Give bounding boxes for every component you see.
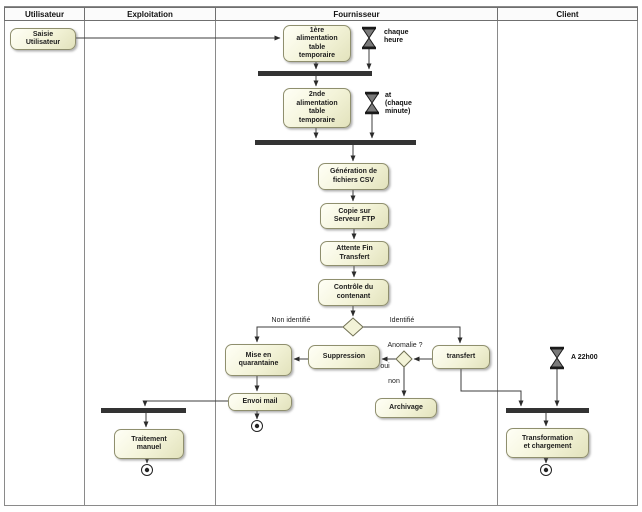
- activity-saisie-utilisateur: Saisie Utilisateur: [10, 28, 76, 50]
- timer-22h-icon: [550, 346, 564, 370]
- guard-oui: oui: [380, 363, 390, 370]
- activity-mise-en-quarantaine: Mise en quarantaine: [225, 344, 292, 376]
- swimlane-frame: [4, 6, 638, 506]
- timer-hourly-icon: [362, 26, 376, 50]
- edge-decision-to-transfert: [363, 326, 463, 344]
- activity-traitement-manuel: Traitement manuel: [114, 429, 184, 459]
- edge-transfert-to-client-bar: [460, 369, 524, 407]
- exploitation-sync-bar: [101, 408, 186, 413]
- activity-copie-ftp: Copie sur Serveur FTP: [320, 203, 389, 229]
- final-node-fournisseur: [251, 420, 263, 432]
- decision-anomalie-diamond: [395, 350, 413, 368]
- decision-anomalie-label: Anomalie ?: [387, 342, 423, 349]
- activity-transformation-chargement: Transformation et chargement: [506, 428, 589, 458]
- activity-alimentation-1: 1ère alimentation table temporaire: [283, 25, 351, 62]
- guard-non: non: [388, 378, 400, 385]
- lane-header-utilisateur: Utilisateur: [4, 7, 85, 21]
- activity-generation-csv: Génération de fichiers CSV: [318, 163, 389, 190]
- timer-minute-label: at (chaque minute): [385, 92, 412, 115]
- fork-bar-hourly: [258, 71, 372, 76]
- diagram-border: [4, 6, 638, 506]
- final-nodes: [141, 420, 552, 476]
- activity-envoi-mail: Envoi mail: [228, 393, 292, 411]
- activity-archivage: Archivage: [375, 398, 437, 418]
- activity-controle-contenant: Contrôle du contenant: [318, 279, 389, 306]
- lane-header-fournisseur: Fournisseur: [215, 7, 498, 21]
- final-node-client: [540, 464, 552, 476]
- timer-icons: [362, 26, 564, 370]
- decision-identification-diamond: [342, 317, 364, 337]
- edge-decision-to-quarantaine: [254, 326, 343, 343]
- join-bar-minute: [255, 140, 416, 145]
- timer-hourly-label: chaque heure: [384, 29, 409, 44]
- activity-alimentation-2: 2nde alimentation table temporaire: [283, 88, 351, 128]
- activity-transfert: transfert: [432, 345, 490, 369]
- guard-identifie: Identifié: [389, 317, 415, 324]
- client-sync-bar: [506, 408, 589, 413]
- final-node-exploitation: [141, 464, 153, 476]
- timer-22h-label: A 22h00: [571, 354, 598, 361]
- lane-header-exploitation: Exploitation: [84, 7, 216, 21]
- lane-header-client: Client: [497, 7, 638, 21]
- timer-minute-icon: [365, 91, 379, 115]
- decisions: [342, 317, 413, 368]
- guard-non-identifie: Non identifié: [271, 317, 311, 324]
- activity-attente-transfert: Attente Fin Transfert: [320, 241, 389, 266]
- edge-envoi-to-exploitation-bar: [142, 400, 228, 407]
- activity-suppression: Suppression: [308, 345, 380, 369]
- connectors: [76, 35, 560, 464]
- sync-bars: [101, 71, 589, 413]
